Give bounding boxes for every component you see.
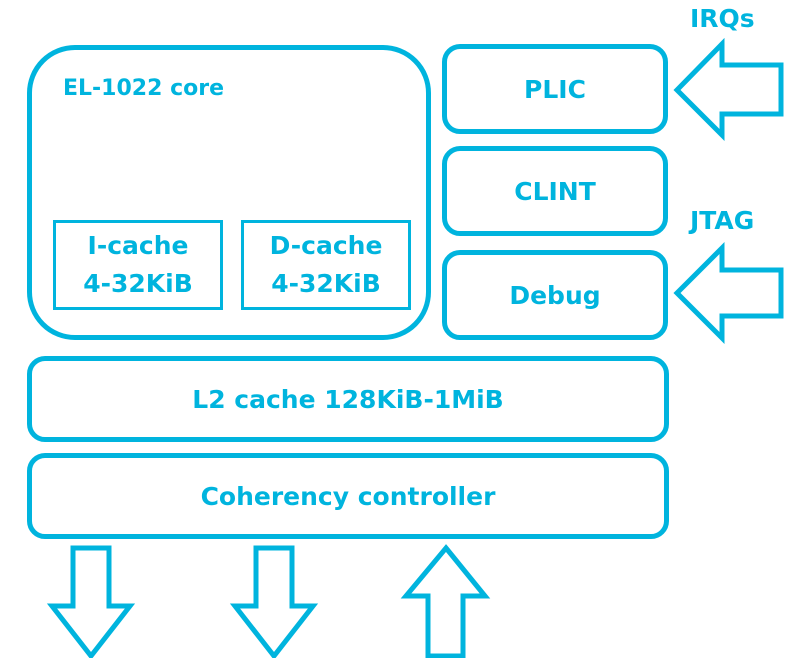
debug-block: Debug: [442, 250, 668, 340]
dcache-size: 4-32KiB: [271, 269, 381, 298]
l2-cache-block: L2 cache 128KiB-1MiB: [27, 356, 669, 442]
core-title: EL-1022 core: [63, 76, 224, 101]
icache-size: 4-32KiB: [83, 269, 193, 298]
icache-label: I-cache: [87, 231, 189, 260]
jtag-arrow-icon: [673, 241, 784, 345]
irqs-label: IRQs: [690, 4, 755, 33]
jtag-label: JTAG: [690, 206, 755, 235]
output-arrow-1-icon: [46, 545, 136, 658]
output-arrow-2-icon: [229, 545, 319, 658]
coherency-controller-label: Coherency controller: [200, 481, 496, 511]
irqs-arrow-icon: [673, 37, 784, 142]
clint-block: CLINT: [442, 146, 668, 236]
dcache-block: D-cache 4-32KiB: [241, 220, 411, 310]
plic-label: PLIC: [524, 74, 586, 104]
l2-cache-label: L2 cache 128KiB-1MiB: [192, 384, 504, 414]
input-arrow-up-icon: [400, 544, 491, 658]
dcache-label: D-cache: [269, 231, 383, 260]
clint-label: CLINT: [514, 176, 596, 206]
debug-label: Debug: [509, 280, 601, 310]
icache-block: I-cache 4-32KiB: [53, 220, 223, 310]
plic-block: PLIC: [442, 44, 668, 134]
coherency-controller-block: Coherency controller: [27, 453, 669, 539]
